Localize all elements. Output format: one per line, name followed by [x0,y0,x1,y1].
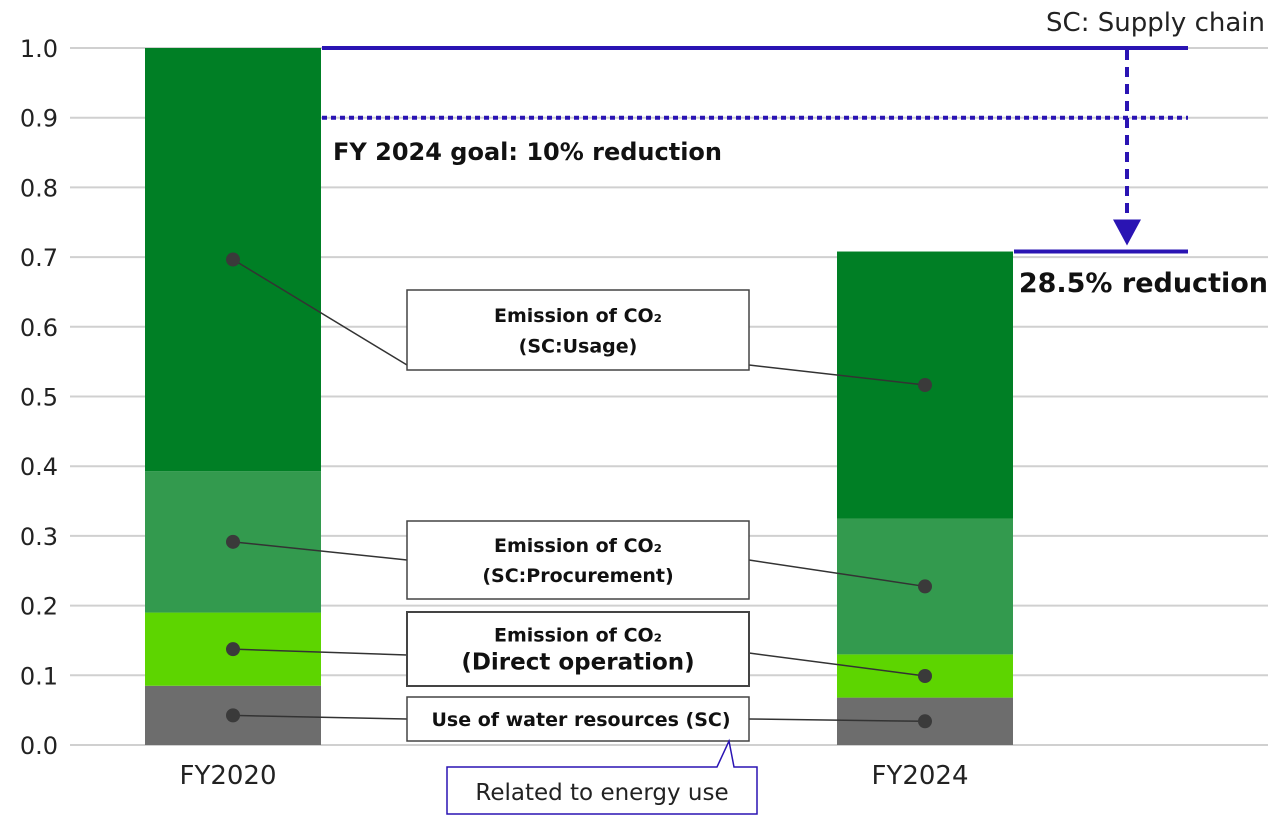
y-tick-label: 0.2 [20,593,58,621]
callout-box-direct [406,611,750,687]
marker-dot [918,714,932,729]
leader-line [748,718,926,723]
marker-dot [918,579,932,594]
legend-note: SC: Supply chain [1046,8,1265,38]
x-category-label: FY2020 [179,761,276,791]
y-tick-label: 0.8 [20,174,58,202]
leader-line [232,541,408,561]
callout-box-procurement [406,520,750,600]
y-tick-label: 0.7 [20,244,58,272]
x-axis: FY2020 FY2024 [179,761,968,791]
leader-line [748,364,926,386]
y-tick-label: 0.4 [20,453,58,481]
callout-box-water [406,696,750,742]
leader-line [232,714,408,720]
marker-dot [226,708,240,723]
series-callouts: Use of water resources (SC) Emission of C… [226,252,932,815]
callout-label: Emission of CO₂ [494,625,662,647]
reduction-arrow-head [1113,219,1141,246]
energy-note-box [446,738,758,815]
marker-dot [226,534,240,549]
goal-annotation: FY 2024 goal: 10% reduction [333,138,722,166]
leader-line [748,652,926,677]
y-axis: 0.0 0.1 0.2 0.3 0.4 0.5 0.6 0.7 0.8 0.9 1.0 [20,35,58,760]
callout-label: Emission of CO₂ [494,305,662,327]
callout-label: Use of water resources (SC) [431,709,730,731]
energy-note-text: Related to energy use [475,780,728,806]
marker-dot [918,668,932,683]
callout-label: (SC:Procurement) [482,565,673,587]
y-tick-label: 0.9 [20,105,58,133]
y-tick-label: 0.5 [20,384,58,412]
y-tick-label: 1.0 [20,35,58,63]
marker-dot [226,252,240,267]
y-tick-label: 0.0 [20,732,58,760]
callout-label: Emission of CO₂ [494,535,662,557]
reduction-annotation: 28.5% reduction [1019,268,1268,299]
callout-label: (SC:Usage) [519,335,638,357]
leader-line [232,258,408,366]
y-tick-label: 0.1 [20,662,58,690]
leader-line [748,559,926,588]
callout-label: (Direct operation) [461,650,694,676]
marker-dot [226,642,240,657]
marker-dot [918,377,932,392]
callout-box-usage [406,289,750,371]
leader-line [232,648,408,656]
y-tick-label: 0.6 [20,314,58,342]
x-category-label: FY2024 [871,761,968,791]
y-tick-label: 0.3 [20,523,58,551]
reference-lines [322,46,1188,254]
